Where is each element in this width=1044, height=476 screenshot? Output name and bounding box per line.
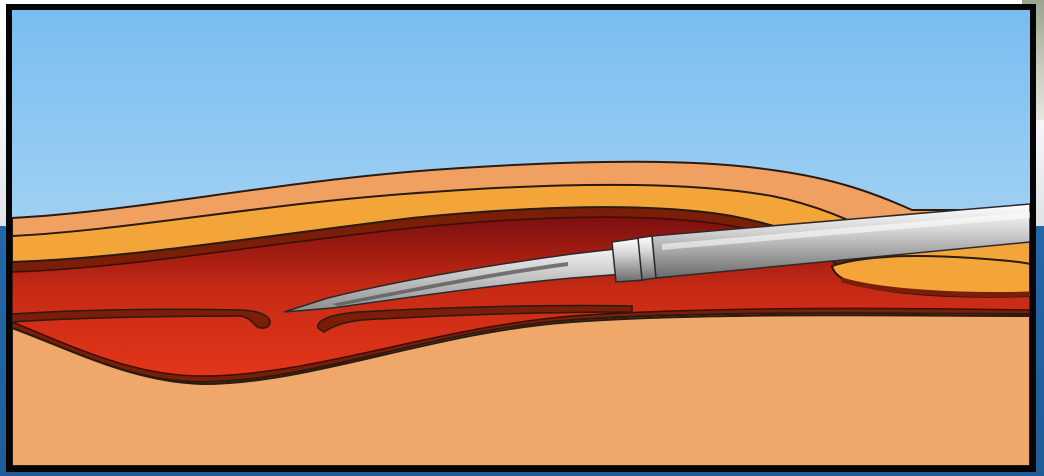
illustration-frame	[6, 4, 1036, 472]
needle-insertion-illustration	[12, 10, 1030, 466]
